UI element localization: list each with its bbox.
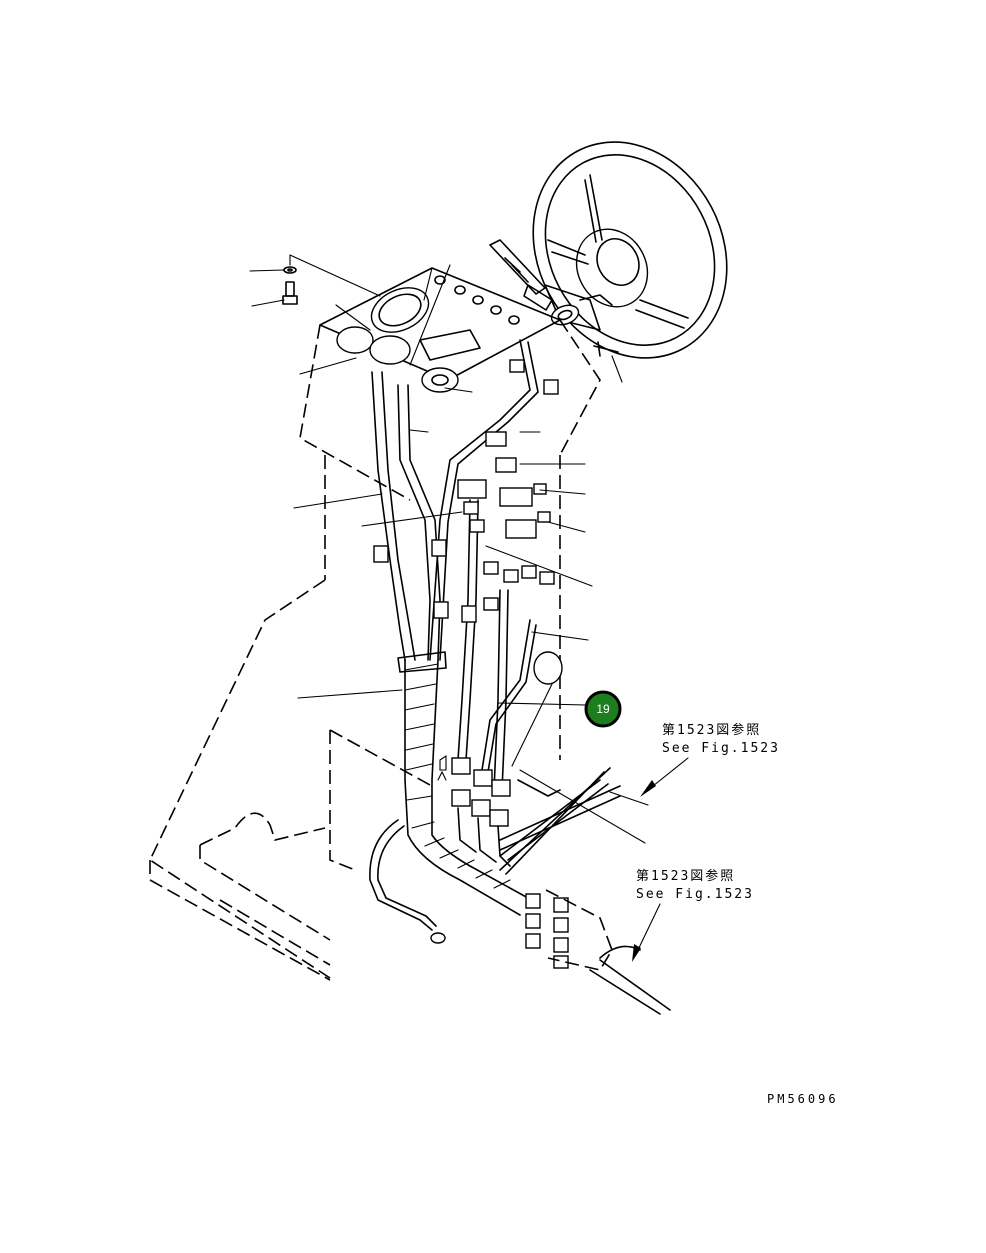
reference-1: 第1523図参照 See Fig.1523 — [640, 722, 780, 797]
leader-lines — [293, 429, 593, 706]
drawing-code: PM56096 — [767, 1092, 839, 1106]
callout-number: 19 — [596, 702, 610, 716]
bolt-and-washer — [249, 254, 381, 307]
console-outline — [148, 319, 601, 981]
instrument-panel — [299, 264, 561, 393]
steering-wheel — [532, 141, 728, 359]
reference-1-en: See Fig.1523 — [662, 741, 780, 756]
lower-wiring — [369, 767, 671, 1015]
reference-1-arrowhead — [640, 780, 656, 797]
reference-2-en: See Fig.1523 — [636, 887, 754, 902]
main-harness — [371, 339, 539, 916]
reference-2-ja: 第1523図参照 — [636, 868, 735, 884]
reference-2-arrowhead — [632, 944, 641, 962]
reference-1-ja: 第1523図参照 — [662, 722, 761, 738]
branch-harness — [457, 499, 563, 791]
reference-2: 第1523図参照 See Fig.1523 — [632, 868, 754, 962]
callout-19[interactable]: 19 — [584, 690, 622, 728]
connectors — [373, 359, 569, 969]
